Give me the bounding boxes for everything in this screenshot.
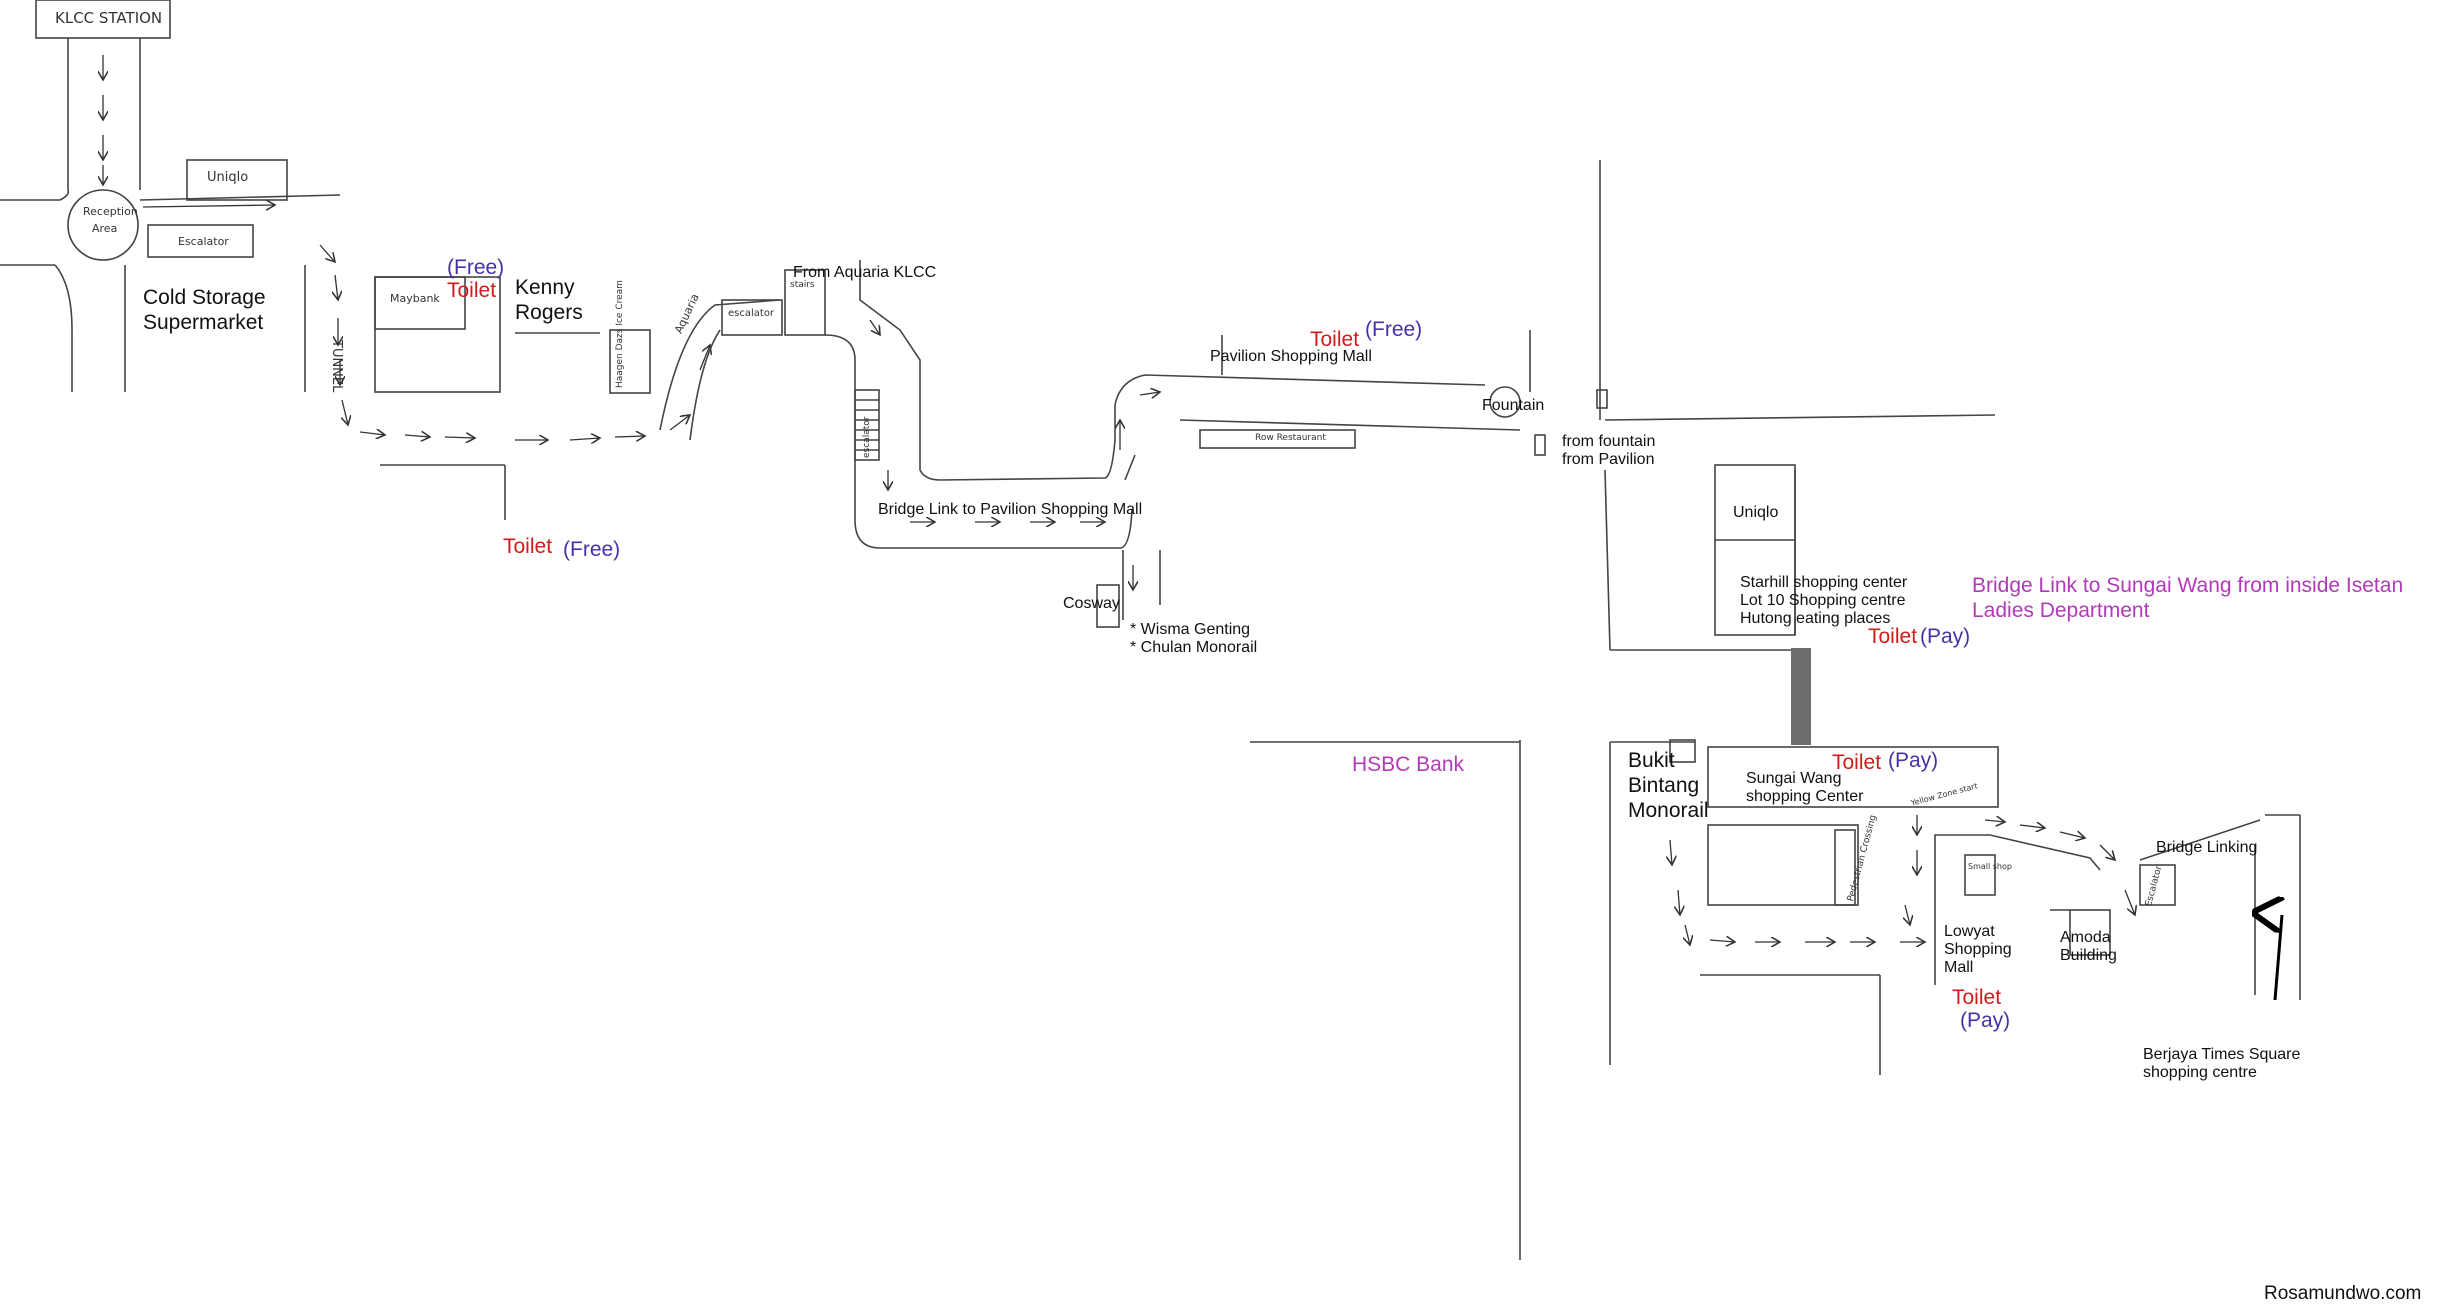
hutong-label: Hutong eating places bbox=[1740, 610, 1891, 627]
toilet-free-1-label: Toilet bbox=[447, 279, 497, 302]
toilet-pay-3-label: Toilet bbox=[1952, 986, 2002, 1009]
from-aquaria-label: From Aquaria KLCC bbox=[793, 264, 937, 281]
wisma-genting-label: * Wisma Genting bbox=[1130, 621, 1251, 638]
bridge-linking-label: Bridge Linking bbox=[2156, 839, 2258, 856]
kenny-rogers-label-2: Rogers bbox=[515, 301, 583, 324]
bukit-bintang-label-2: Bintang bbox=[1628, 774, 1700, 797]
site-credit: Rosamundwo.com bbox=[2264, 1283, 2422, 1304]
bukit-bintang-label-3: Monorail bbox=[1628, 799, 1709, 822]
sungai-wang-label-2: shopping Center bbox=[1746, 788, 1864, 805]
kenny-rogers-label-1: Kenny bbox=[515, 276, 575, 299]
stairs-label: stairs bbox=[790, 280, 815, 290]
small-shop-label: Small shop bbox=[1968, 862, 2012, 871]
reception-area-label-2: Area bbox=[92, 222, 118, 235]
toilet-pay-2-label: Toilet bbox=[1832, 751, 1882, 774]
cosway-label: Cosway bbox=[1063, 595, 1120, 612]
toilet-free-2-label: Toilet bbox=[503, 535, 553, 558]
from-fountain-label-2: from Pavilion bbox=[1562, 451, 1655, 468]
hsbc-label: HSBC Bank bbox=[1352, 753, 1465, 776]
escalator-top-label: Escalator bbox=[178, 235, 229, 248]
uniqlo-top-label: Uniqlo bbox=[207, 170, 249, 185]
maybank-label: Maybank bbox=[390, 292, 440, 305]
escalator-mid-label: escalator bbox=[728, 308, 775, 319]
escalator-vertical-label: escalator bbox=[862, 416, 872, 458]
tunnel-label: TUNNEL bbox=[329, 340, 344, 393]
toilet-free-1-price: (Free) bbox=[447, 256, 505, 279]
route-arrows bbox=[103, 55, 2135, 945]
klcc-station-label: KLCC STATION bbox=[55, 9, 163, 27]
lowyat-label-3: Mall bbox=[1944, 959, 1974, 976]
cold-storage-label-2: Supermarket bbox=[143, 311, 264, 334]
toilet-pay-2-price: (Pay) bbox=[1888, 749, 1939, 772]
street-lines bbox=[0, 0, 2301, 1260]
reception-area-label-1: Reception bbox=[83, 205, 138, 218]
restaurant-strip-label: Row Restaurant bbox=[1255, 433, 1326, 443]
berjaya-label-1: Berjaya Times Square bbox=[2143, 1046, 2301, 1063]
toilet-pay-3-price: (Pay) bbox=[1960, 1009, 2011, 1032]
ice-cream-label: Haagen Dazs Ice Cream bbox=[615, 280, 625, 388]
fountain-label: Fountain bbox=[1482, 397, 1545, 414]
toilet-pay-1-label: Toilet bbox=[1868, 625, 1918, 648]
starhill-label: Starhill shopping center bbox=[1740, 574, 1908, 591]
toilet-pay-1-price: (Pay) bbox=[1920, 625, 1971, 648]
amoda-label-1: Amoda bbox=[2060, 929, 2111, 946]
cold-storage-label-1: Cold Storage bbox=[143, 286, 266, 309]
berjaya-label-2: shopping centre bbox=[2143, 1064, 2257, 1081]
lot10-label: Lot 10 Shopping centre bbox=[1740, 592, 1906, 609]
bridge-sungai-wang-label-1: Bridge Link to Sungai Wang from inside I… bbox=[1972, 574, 2404, 597]
uniqlo-right-label: Uniqlo bbox=[1733, 504, 1779, 521]
lowyat-label-1: Lowyat bbox=[1944, 923, 1995, 940]
lowyat-label-2: Shopping bbox=[1944, 941, 2012, 958]
toilet-free-3-label: Toilet bbox=[1310, 328, 1360, 351]
from-fountain-label-1: from fountain bbox=[1562, 433, 1656, 450]
toilet-free-2-price: (Free) bbox=[563, 538, 621, 561]
bridge-link-pavilion-label: Bridge Link to Pavilion Shopping Mall bbox=[878, 501, 1143, 518]
amoda-label-2: Building bbox=[2060, 947, 2117, 964]
north-arrow-icon bbox=[2275, 915, 2282, 1001]
sungai-wang-label-1: Sungai Wang bbox=[1746, 770, 1842, 787]
chulan-monorail-label: * Chulan Monorail bbox=[1130, 639, 1258, 656]
bridge-sungai-wang-label-2: Ladies Department bbox=[1972, 599, 2150, 622]
bukit-bintang-label-1: Bukit bbox=[1628, 749, 1675, 772]
toilet-free-3-price: (Free) bbox=[1365, 318, 1423, 341]
pavilion-label: Pavilion Shopping Mall bbox=[1210, 348, 1372, 365]
isetan-bridge-bar bbox=[1791, 648, 1811, 745]
